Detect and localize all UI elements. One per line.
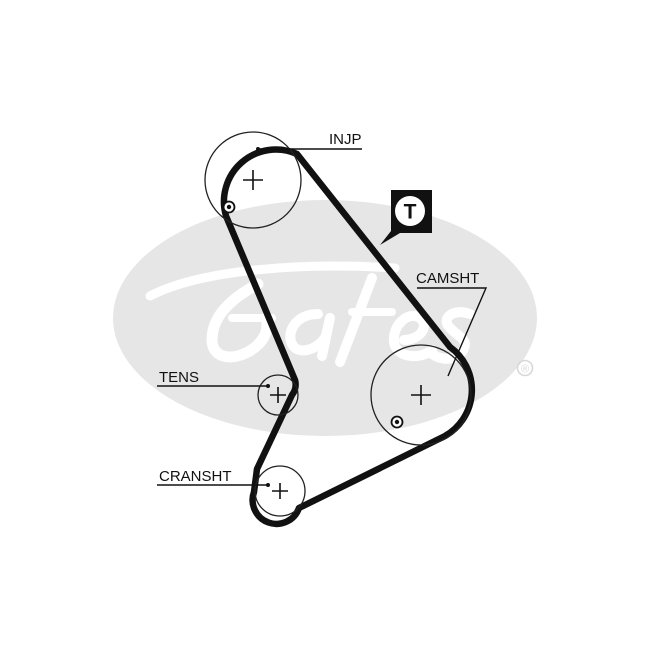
- injection-pump-pulley: [204, 131, 302, 229]
- label-camsht: CAMSHT: [416, 270, 479, 287]
- timing-mark-icon: [390, 415, 404, 429]
- tensioner-pulley: [257, 374, 299, 416]
- label-injp: INJP: [329, 131, 362, 148]
- camshaft-pulley: [370, 344, 472, 446]
- registered-mark: ®: [521, 364, 529, 376]
- crankshaft-pulley: [254, 465, 306, 517]
- label-tens: TENS: [159, 369, 199, 386]
- label-cransht: CRANSHT: [159, 468, 232, 485]
- tensioner-badge-letter: T: [404, 201, 417, 224]
- gates-logo-watermark: ®: [113, 200, 537, 436]
- tensioner-badge-icon: T: [380, 190, 432, 245]
- timing-mark-icon: [222, 200, 236, 214]
- leader-lines: [157, 147, 488, 487]
